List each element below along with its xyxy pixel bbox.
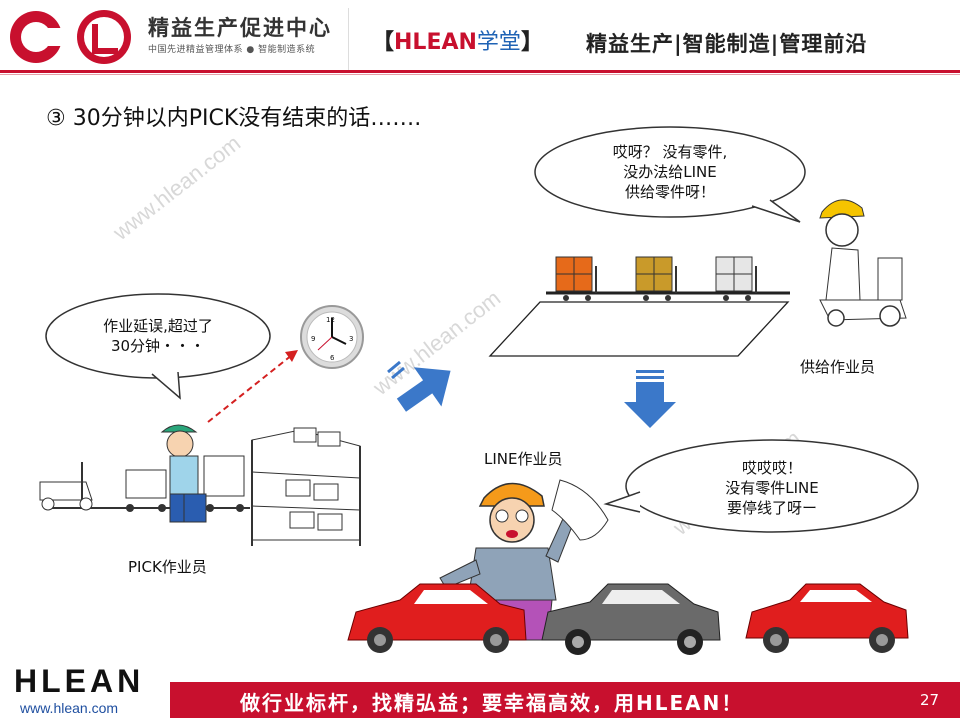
header-rule bbox=[0, 70, 960, 73]
arrow-right-icon bbox=[387, 360, 451, 412]
org-name: 精益生产促进中心 bbox=[148, 16, 332, 40]
label-pick-worker: PICK作业员 bbox=[128, 558, 207, 576]
svg-text:9: 9 bbox=[311, 335, 315, 343]
org-subtitle: 中国先进精益管理体系 ● 智能制造系统 bbox=[148, 45, 316, 55]
svg-text:12: 12 bbox=[326, 316, 335, 324]
speech-bubble-line bbox=[603, 439, 919, 533]
speech-bubble-supply bbox=[534, 126, 806, 223]
header-tagline: 精益生产|智能制造|管理前沿 bbox=[586, 32, 868, 56]
supply-worker-figure bbox=[819, 199, 907, 327]
arrow-down-icon bbox=[624, 370, 676, 428]
bubble-pick-text: 作业延误,超过了 30分钟・・・ bbox=[103, 317, 213, 355]
footer-bar bbox=[170, 682, 960, 718]
footer-slogan: 做行业标杆，找精弘益；要幸福高效，用HLEAN！ bbox=[240, 691, 744, 715]
svg-text:3: 3 bbox=[349, 335, 353, 343]
pick-area bbox=[39, 424, 361, 546]
header-divider bbox=[348, 8, 349, 70]
supply-platform bbox=[488, 256, 790, 357]
car-red-left bbox=[347, 583, 527, 653]
clock-icon: 12 3 6 9 bbox=[300, 305, 364, 369]
label-supply-worker: 供给作业员 bbox=[800, 358, 876, 376]
footer-logo: HLEAN bbox=[14, 663, 145, 699]
logo-mark bbox=[10, 10, 131, 64]
speech-bubble-pick bbox=[45, 293, 271, 400]
label-line-worker: LINE作业员 bbox=[484, 450, 563, 468]
slide-title: ③ 30分钟以内PICK没有结束的话……. bbox=[46, 106, 422, 131]
car-gray-center bbox=[541, 583, 721, 655]
dashed-arrow bbox=[207, 350, 298, 423]
bubble-supply-text: 哎呀？ 没有零件, 没办法给LINE 供给零件呀！ bbox=[612, 143, 728, 201]
footer-url[interactable]: www.hlean.com bbox=[20, 700, 119, 716]
svg-text:6: 6 bbox=[330, 354, 335, 362]
car-red-right bbox=[745, 583, 909, 653]
bubble-line-text: 哎哎哎！ 没有零件LINE 要停线了呀ー bbox=[725, 459, 819, 517]
page-number: 27 bbox=[920, 691, 940, 709]
header-rule-thin bbox=[0, 74, 960, 75]
brand-title: 【HLEAN学堂】 bbox=[372, 30, 543, 55]
